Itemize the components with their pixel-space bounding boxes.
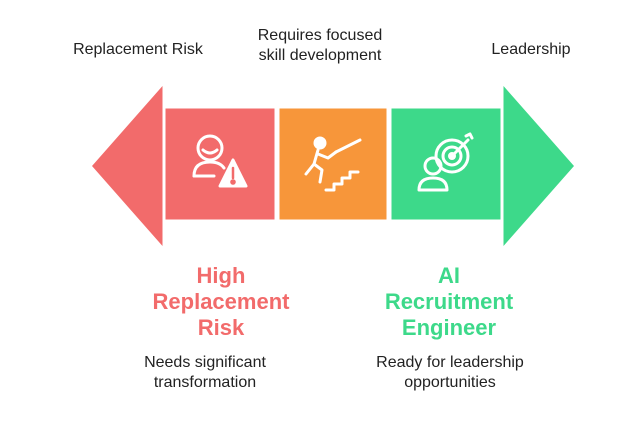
heading-high-replacement-risk: High Replacement Risk bbox=[146, 263, 296, 341]
heading-left-line2: Replacement bbox=[152, 289, 290, 314]
desc-right-line2: opportunities bbox=[404, 374, 496, 391]
person-warning-icon bbox=[192, 134, 248, 188]
segment-orange bbox=[276, 105, 390, 223]
heading-left-line1: High bbox=[196, 263, 246, 288]
label-leadership: Leadership bbox=[491, 41, 571, 58]
label-focused-skill-line2: skill development bbox=[258, 47, 382, 64]
desc-ready-leadership: Ready for leadership opportunities bbox=[340, 353, 560, 393]
left-arrowhead bbox=[88, 78, 166, 254]
desc-needs-transformation: Needs significant transformation bbox=[120, 353, 290, 393]
label-replacement-risk: Replacement Risk bbox=[73, 41, 203, 58]
heading-left-line3: Risk bbox=[197, 315, 245, 340]
heading-right-line2: Recruitment bbox=[384, 289, 514, 314]
desc-left-line1: Needs significant bbox=[144, 354, 266, 371]
right-arrowhead bbox=[500, 78, 578, 254]
person-climbing-stairs-icon bbox=[304, 136, 362, 192]
label-focused-skill-line1: Requires focused bbox=[257, 27, 383, 44]
desc-left-line2: transformation bbox=[153, 374, 257, 391]
heading-ai-recruitment-engineer: AI Recruitment Engineer bbox=[344, 263, 554, 341]
heading-right-line3: Engineer bbox=[401, 315, 497, 340]
desc-right-line1: Ready for leadership bbox=[376, 354, 524, 371]
label-focused-skill: Requires focused skill development bbox=[236, 26, 404, 66]
heading-right-line1: AI bbox=[438, 263, 460, 288]
person-target-icon bbox=[417, 132, 474, 192]
